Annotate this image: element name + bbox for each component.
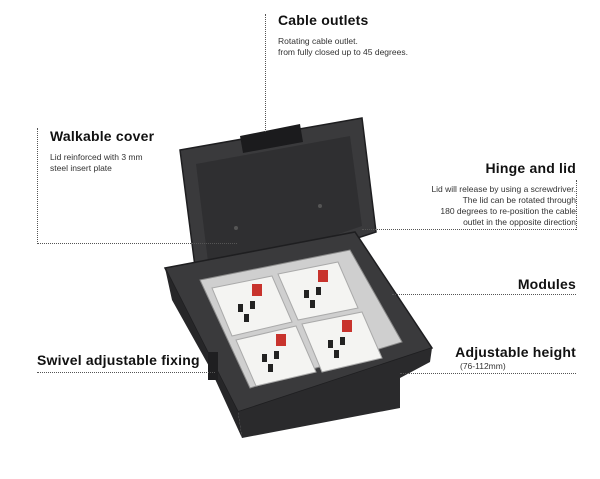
cable-outlets-text: Rotating cable outlet. from fully closed… — [278, 36, 408, 57]
lid-inner-panel — [196, 136, 362, 278]
adjustable-height-title: Adjustable height — [455, 344, 576, 360]
leader-height — [400, 373, 576, 374]
box-body — [238, 348, 432, 438]
modules-title: Modules — [517, 276, 576, 292]
leader-hinge-v — [576, 180, 577, 230]
leader-walkable-cover — [37, 128, 38, 244]
cable-outlets-title: Cable outlets — [278, 12, 369, 28]
leader-walkable-cover-h — [37, 243, 237, 244]
swivel-fixing — [208, 352, 218, 380]
socket-module-4 — [301, 311, 383, 373]
hinge-and-lid-title: Hinge and lid — [485, 160, 576, 176]
leader-cable-outlets — [265, 14, 266, 132]
walkable-cover-text: Lid reinforced with 3 mm steel insert pl… — [50, 152, 143, 173]
adjustable-height-range: (76-112mm) — [460, 361, 506, 371]
leader-swivel — [37, 372, 215, 373]
swivel-title: Swivel adjustable fixing — [37, 352, 200, 368]
cable-outlet-slot — [240, 124, 303, 153]
socket-module-2 — [277, 261, 359, 321]
leader-modules — [392, 294, 576, 295]
walkable-cover-title: Walkable cover — [50, 128, 155, 144]
socket-module-3 — [235, 325, 317, 387]
hinge-and-lid-text: Lid will release by using a screwdriver.… — [431, 184, 576, 227]
leader-hinge — [362, 229, 576, 230]
socket-module-1 — [211, 275, 293, 337]
